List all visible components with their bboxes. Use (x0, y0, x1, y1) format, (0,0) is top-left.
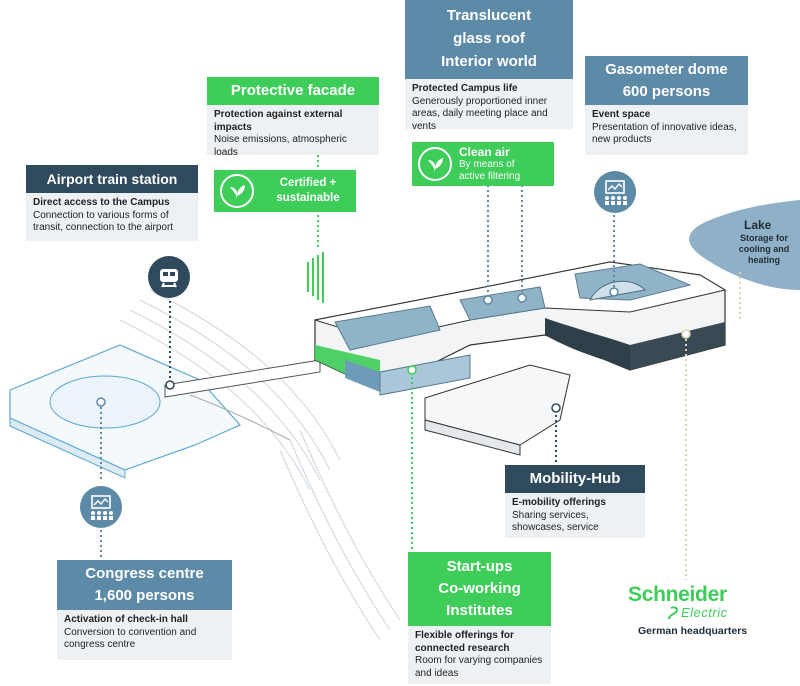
roof-box: Protected Campus life Generously proport… (405, 79, 573, 132)
startups-title: Start-ups Co-working Institutes (408, 552, 551, 626)
roof-line3: Interior world (441, 53, 537, 70)
logo-mark-icon (668, 606, 679, 620)
startups-line2: Co-working (438, 580, 521, 597)
roof-bold: Protected Campus life (412, 83, 518, 94)
mobility-box: E-mobility offerings Sharing services, s… (505, 493, 645, 538)
cleanair-title: Clean air (459, 145, 510, 159)
facade-text: Noise emissions, atmospheric loads (214, 134, 347, 158)
cleanair-line2: active filtering (459, 171, 521, 182)
congress-line1: Congress centre (85, 565, 204, 582)
congress-bold: Activation of check-in hall (64, 614, 188, 625)
congress-building (9, 344, 241, 479)
airport-box: Direct access to the Campus Connection t… (26, 193, 198, 241)
roof-title: Translucent glass roof Interior world (405, 0, 573, 79)
startups-text: Room for varying companies and ideas (415, 655, 543, 679)
facade-title: Protective facade (207, 77, 379, 105)
congress-box: Activation of check-in hall Conversion t… (57, 610, 232, 660)
mobility-building (424, 364, 571, 456)
roof-text: Generously proportioned inner areas, dai… (412, 95, 548, 132)
markers (96, 287, 691, 413)
certified-badge: Certified + sustainable (214, 170, 356, 212)
facade-box: Protection against external impacts Nois… (207, 105, 379, 158)
presentation-icon (594, 171, 636, 213)
railway-tracks (119, 289, 401, 641)
dome-bold: Event space (592, 109, 651, 120)
train-icon (148, 256, 190, 298)
badge-line1: Certified + (279, 177, 337, 189)
lake-line3: heating (747, 255, 780, 265)
dome-box: Event space Presentation of innovative i… (585, 105, 748, 155)
badge-line2: sustainable (276, 192, 340, 204)
cleanair-line1: By means of (459, 159, 515, 170)
cleanair-badge: Clean air By means of active filtering (412, 142, 554, 186)
schneider-logo: Schneider Electric (628, 584, 748, 624)
mobility-text: Sharing services, showcases, service (512, 509, 599, 534)
startups-bold: Flexible offerings for connected researc… (415, 630, 514, 654)
lake-line1: Storage for (739, 233, 788, 243)
facade-panel (307, 252, 324, 303)
mobility-title: Mobility-Hub (505, 465, 645, 493)
roof-line2: glass roof (453, 30, 525, 47)
congress-icon (80, 486, 122, 528)
startups-box: Flexible offerings for connected researc… (408, 626, 551, 684)
lake-shape (689, 200, 800, 290)
dome-line2: 600 persons (622, 83, 711, 100)
leaf-icon (418, 147, 452, 181)
logo-sub: Electric (681, 605, 728, 620)
airport-bold: Direct access to the Campus (33, 197, 170, 208)
dome-title: Gasometer dome 600 persons (585, 56, 748, 105)
walkway (164, 359, 321, 398)
lake-title: Lake (744, 218, 772, 232)
congress-text: Conversion to convention and congress ce… (64, 626, 197, 651)
lake-line2: cooling and (738, 244, 790, 254)
roof-line1: Translucent (446, 7, 532, 24)
facade-bold: Protection against external impacts (214, 109, 343, 133)
congress-title: Congress centre 1,600 persons (57, 560, 232, 610)
logo-caption: German headquarters (638, 625, 748, 637)
dome-line1: Gasometer dome (605, 61, 728, 78)
congress-line2: 1,600 persons (94, 587, 195, 604)
airport-text: Connection to various forms of transit, … (33, 209, 174, 234)
dome-text: Presentation of innovative ideas, new pr… (592, 121, 737, 146)
lake-text: Storage for cooling and heating (731, 233, 797, 266)
leaf-icon (220, 174, 254, 208)
startups-line3: Institutes (446, 602, 513, 619)
startups-line1: Start-ups (446, 558, 513, 575)
airport-title: Airport train station (26, 165, 198, 193)
logo-name: Schneider (628, 583, 727, 606)
mobility-bold: E-mobility offerings (512, 497, 606, 508)
